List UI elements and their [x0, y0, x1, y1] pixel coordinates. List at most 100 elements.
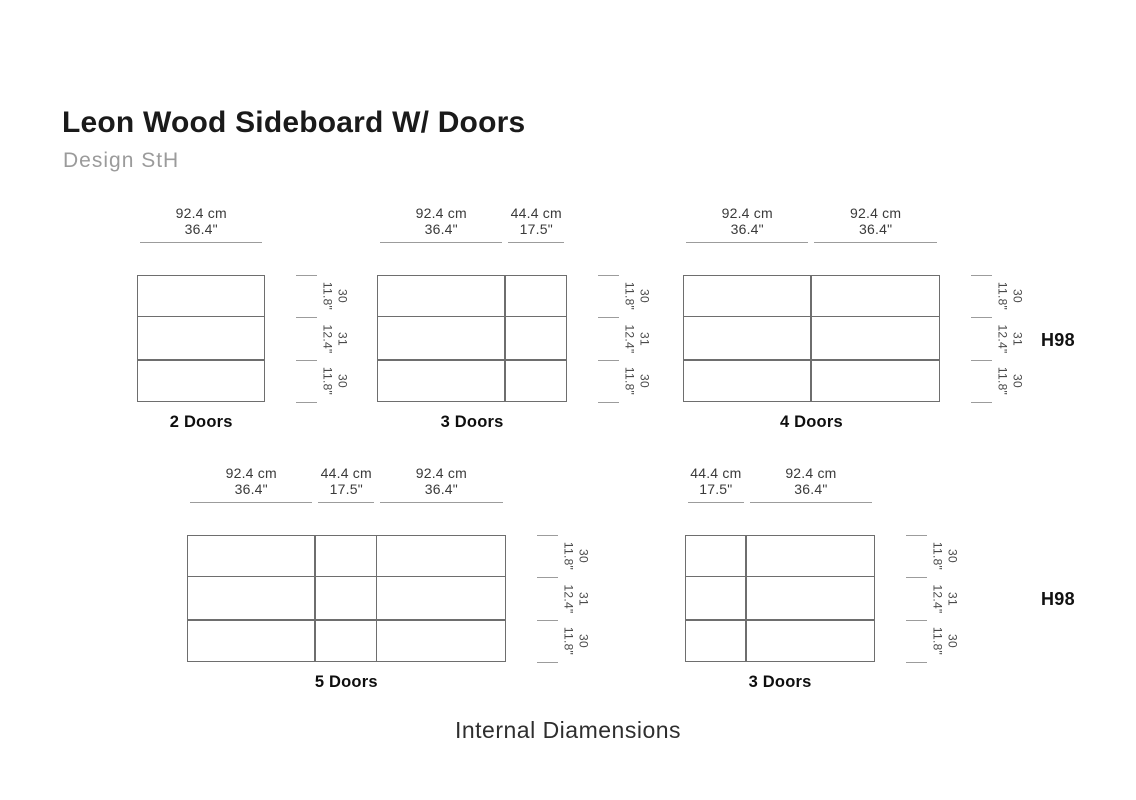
height-inch-value: 11.8": [623, 367, 638, 396]
cabinet-outline: [377, 275, 568, 403]
height-inch-value: 11.8": [623, 281, 638, 311]
width-cm-value: 92.4 cm: [175, 205, 227, 221]
sheet-caption: Internal Diamensions: [454, 717, 682, 743]
height-inch-value: 11.8": [561, 627, 576, 656]
width-cm-value: 44.4 cm: [320, 465, 372, 481]
page-title: Leon Wood Sideboard W/ Doors: [62, 106, 526, 139]
height-tick: [296, 274, 318, 276]
cabinet-outline: [187, 535, 506, 663]
cabinet-outline: [137, 275, 266, 403]
width-dimension-line: [380, 502, 503, 504]
width-cm-value: 92.4 cm: [415, 465, 467, 481]
height-cm-value: 30: [335, 374, 350, 389]
height-inch-value: 11.8": [995, 367, 1010, 396]
width-dimension-line: [318, 502, 375, 504]
diagram-label: 2 Doors: [169, 413, 233, 432]
diagram-label: 5 Doors: [314, 673, 378, 692]
height-tick: [970, 274, 992, 276]
width-dimension-line: [140, 242, 263, 244]
height-cm-value: 30: [945, 549, 960, 563]
design-credit: Design StH: [63, 149, 180, 172]
shelf-divider-line: [686, 619, 875, 621]
width-cm-value: 92.4 cm: [721, 205, 773, 221]
shelf-divider-line: [684, 315, 939, 318]
width-cm-value: 92.4 cm: [785, 465, 837, 481]
width-inch-value: 36.4": [184, 221, 218, 237]
height-inch-value: 11.8": [995, 281, 1010, 311]
width-inch-value: 36.4": [424, 481, 458, 497]
height-tick: [536, 576, 558, 578]
height-cm-value: 30: [576, 634, 591, 649]
height-cm-value: 30: [335, 289, 350, 303]
height-tick: [906, 619, 928, 622]
height-inch-value: 11.8": [321, 367, 336, 396]
width-dimension-line: [688, 502, 744, 504]
width-inch-value: 17.5": [699, 481, 733, 497]
height-inch-value: 12.4": [623, 324, 638, 354]
height-tick: [906, 576, 928, 578]
width-inch-value: 36.4": [730, 221, 764, 237]
door-divider-line: [375, 536, 378, 662]
height-cm-value: 30: [637, 289, 652, 303]
height-cm-value: 31: [1010, 331, 1025, 346]
height-tick: [296, 359, 318, 362]
shelf-divider-line: [684, 359, 939, 361]
shelf-divider-line: [378, 359, 567, 361]
shelf-divider-line: [378, 315, 567, 318]
width-dimension-line: [686, 242, 809, 244]
width-cm-value: 92.4 cm: [415, 205, 467, 221]
height-tick: [598, 359, 620, 362]
width-dimension-line: [190, 502, 313, 504]
door-divider-line: [504, 276, 506, 402]
width-inch-value: 36.4": [794, 481, 828, 497]
shelf-divider-line: [188, 619, 505, 621]
cabinet-outline: [683, 275, 940, 403]
width-dimension-line: [749, 502, 873, 504]
width-cm-value: 92.4 cm: [850, 205, 902, 221]
height-inch-value: 11.8": [931, 627, 946, 656]
shelf-divider-line: [138, 359, 265, 361]
width-dimension-line: [508, 242, 565, 244]
height-cm-value: 30: [1010, 374, 1025, 389]
height-inch-value: 12.4": [931, 584, 946, 614]
height-tick: [970, 401, 992, 404]
width-cm-value: 92.4 cm: [225, 465, 277, 481]
height-tick: [970, 359, 992, 362]
width-inch-value: 36.4": [859, 221, 893, 237]
width-inch-value: 17.5": [519, 221, 553, 237]
width-inch-value: 17.5": [329, 481, 363, 497]
door-divider-line: [314, 536, 316, 662]
height-tick: [536, 619, 558, 622]
height-inch-value: 11.8": [561, 541, 576, 571]
height-inch-value: 11.8": [321, 281, 336, 311]
height-tick: [536, 661, 558, 664]
height-inch-value: 11.8": [931, 541, 946, 571]
height-cm-value: 30: [1010, 289, 1025, 303]
width-dimension-line: [380, 242, 503, 244]
height-label-top-row: H98: [1041, 330, 1075, 350]
height-tick: [906, 661, 928, 664]
door-divider-line: [745, 536, 747, 662]
height-tick: [598, 274, 620, 276]
height-tick: [598, 401, 620, 404]
height-tick: [906, 534, 928, 536]
diagram-label: 4 Doors: [780, 413, 843, 432]
height-tick: [296, 316, 318, 318]
